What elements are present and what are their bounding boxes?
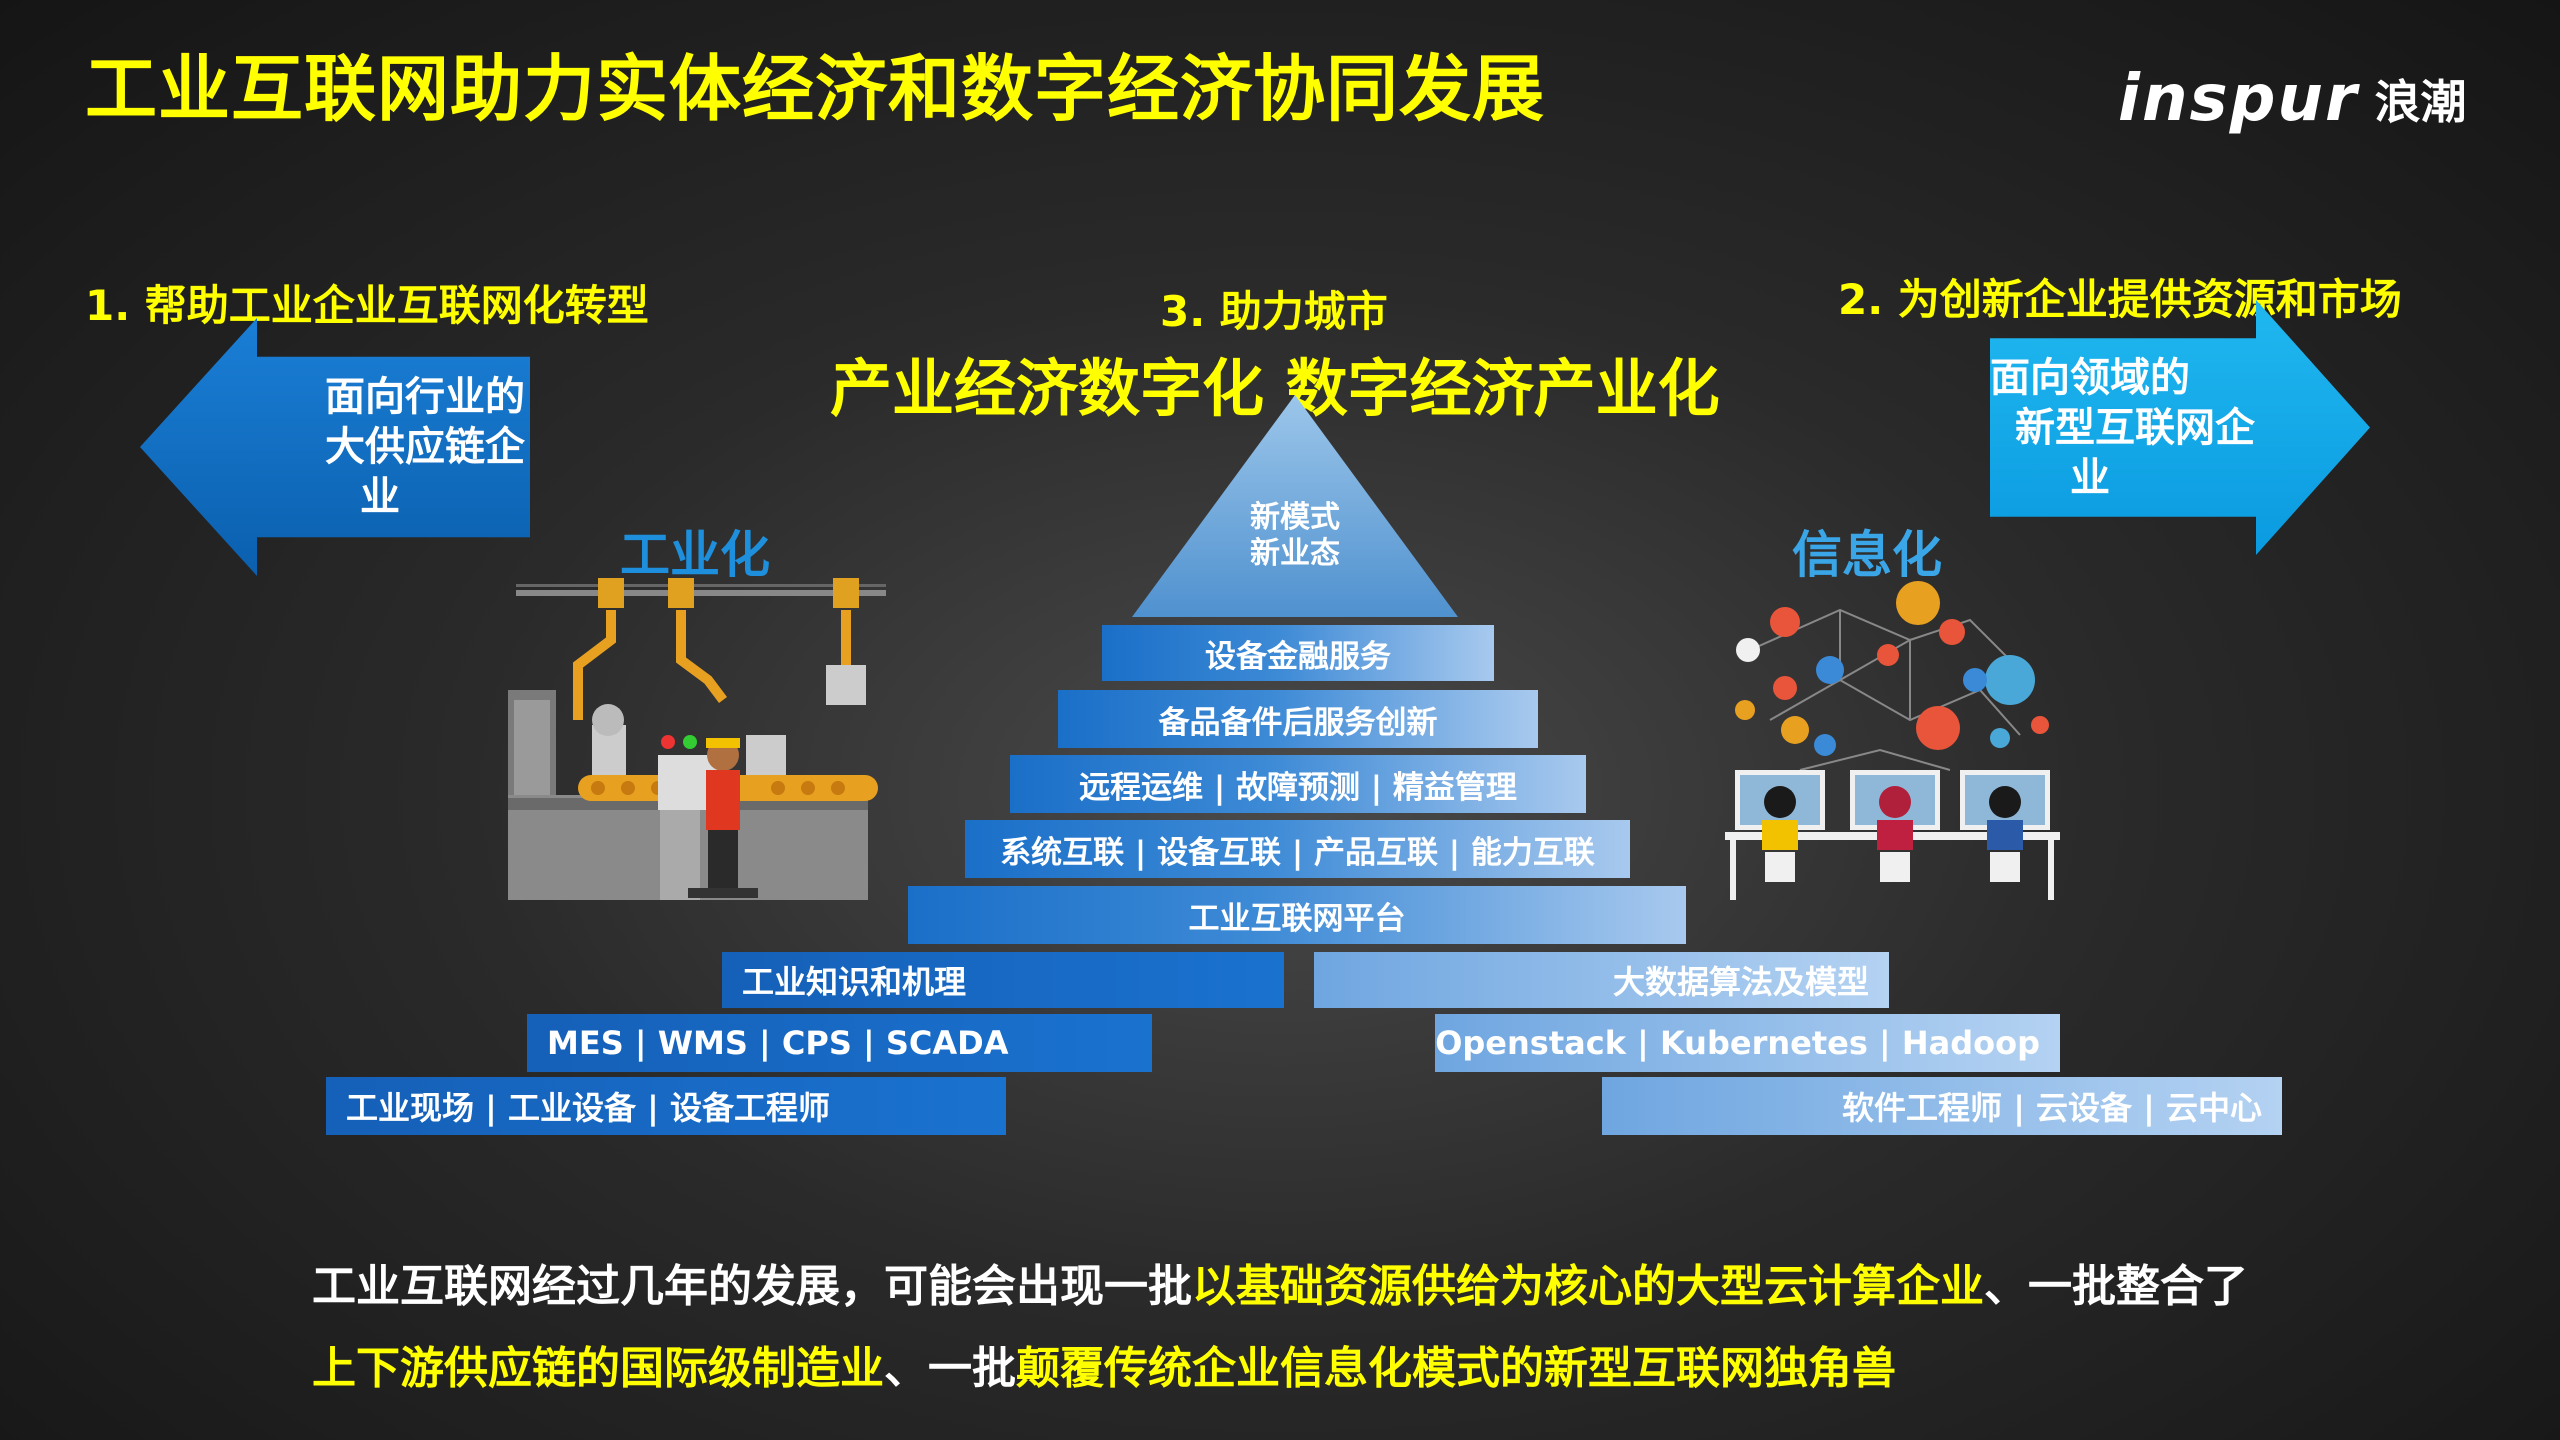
page-title: 工业互联网助力实体经济和数字经济协同发展: [85, 47, 1546, 131]
right-bar-1: 大数据算法及模型: [1314, 952, 1889, 1008]
bottom-l1-a: 工业互联网经过几年的发展，可能会出现一批: [312, 1261, 1192, 1312]
bottom-l2-highlight-a: 上下游供应链的国际级制造业: [312, 1343, 884, 1394]
informatization-label: 信息化: [1792, 526, 1942, 584]
left-arrow-line1: 面向行业的: [325, 374, 525, 420]
pyramid-tier-2: 备品备件后服务创新: [1058, 690, 1538, 748]
pyramid-tier-3: 远程运维 | 故障预测 | 精益管理: [1010, 755, 1586, 813]
right-bar-2: Openstack | Kubernetes | Hadoop: [1435, 1014, 2060, 1072]
bottom-l1-b: 、一批整合了: [1984, 1261, 2248, 1312]
right-heading: 2. 为创新企业提供资源和市场: [1838, 275, 2402, 324]
center-slogan: 产业经济数字化 数字经济产业化: [830, 352, 1720, 425]
bottom-l1-highlight: 以基础资源供给为核心的大型云计算企业: [1192, 1261, 1984, 1312]
right-bar-3: 软件工程师 | 云设备 | 云中心: [1602, 1077, 2282, 1135]
bottom-l2-highlight-b: 颠覆传统企业信息化模式的新型互联网独角兽: [1016, 1343, 1896, 1394]
center-heading: 3. 助力城市: [1160, 287, 1388, 336]
apex-line2: 新业态: [1250, 536, 1340, 571]
left-arrow-line2: 大供应链企业: [325, 424, 525, 520]
factory-illustration: [508, 578, 886, 900]
left-arrow: 面向行业的大供应链企业: [140, 318, 530, 576]
pyramid-tier-5: 工业互联网平台: [908, 886, 1686, 944]
pyramid-tier-4: 系统互联 | 设备互联 | 产品互联 | 能力互联: [965, 820, 1630, 878]
right-arrow: 面向领域的新型互联网企业: [1990, 300, 2370, 555]
pyramid-apex-text: 新模式新业态: [1200, 500, 1390, 572]
bottom-l2-mid: 、一批: [884, 1343, 1016, 1394]
left-bar-3: 工业现场 | 工业设备 | 设备工程师: [326, 1077, 1006, 1135]
inspur-logo: inspur 浪潮: [2118, 62, 2467, 136]
informatization-illustration: [1725, 581, 2060, 900]
left-bar-2: MES | WMS | CPS | SCADA: [527, 1014, 1152, 1072]
right-arrow-line1: 面向领域的: [1990, 354, 2190, 401]
logo-word: inspur: [2118, 62, 2359, 136]
apex-line1: 新模式: [1250, 500, 1340, 535]
industrialization-label: 工业化: [620, 526, 770, 584]
pyramid-tier-1: 设备金融服务: [1102, 625, 1494, 681]
bottom-line-2: 上下游供应链的国际级制造业、一批颠覆传统企业信息化模式的新型互联网独角兽: [312, 1332, 1896, 1396]
logo-cn: 浪潮: [2374, 75, 2467, 129]
bottom-line-1: 工业互联网经过几年的发展，可能会出现一批以基础资源供给为核心的大型云计算企业、一…: [312, 1250, 2248, 1314]
left-heading: 1. 帮助工业企业互联网化转型: [85, 281, 649, 330]
left-bar-1: 工业知识和机理: [722, 952, 1284, 1008]
right-arrow-line2: 新型互联网企业: [2015, 404, 2255, 501]
